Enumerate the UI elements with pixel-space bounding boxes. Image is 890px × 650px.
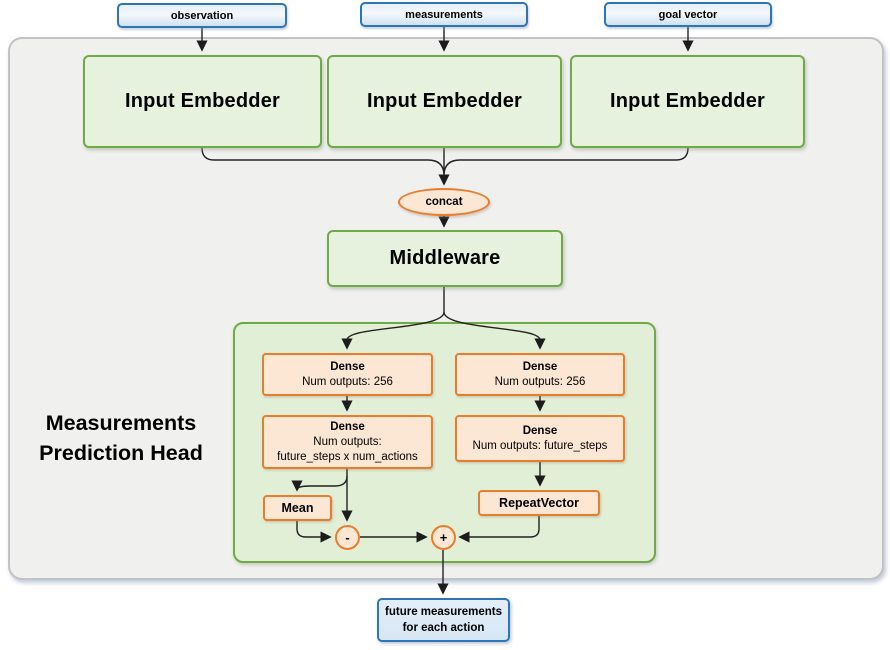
- dense-left-2-subtitle2: future_steps x num_actions: [277, 450, 418, 463]
- dense-left-2-title: Dense: [330, 420, 365, 433]
- dense-left-1: Dense Num outputs: 256: [262, 353, 433, 396]
- output-node-line1: future measurements: [385, 606, 502, 618]
- input-embedder-observation: Input Embedder: [83, 55, 322, 148]
- mean-node: Mean: [263, 495, 332, 521]
- dense-right-2-title: Dense: [522, 424, 558, 437]
- output-node-line2: for each action: [402, 622, 485, 634]
- dense-left-2: Dense Num outputs: future_steps x num_ac…: [262, 415, 433, 469]
- dense-right-1-subtitle: Num outputs: 256: [494, 375, 586, 388]
- dense-right-2: Dense Num outputs: future_steps: [455, 415, 625, 462]
- input-node-goal-vector: goal vector: [604, 2, 772, 27]
- input-embedder-measurements: Input Embedder: [327, 55, 562, 148]
- input-embedder-goal-vector: Input Embedder: [570, 55, 805, 148]
- output-node-future-measurements: future measurements for each action: [377, 598, 510, 642]
- dense-left-2-subtitle: Num outputs:: [313, 435, 382, 448]
- subtract-operator-node: -: [335, 525, 360, 550]
- dense-right-2-subtitle: Num outputs: future_steps: [472, 439, 608, 452]
- prediction-head-title-line2: Prediction Head: [39, 441, 203, 465]
- repeat-vector-node: RepeatVector: [478, 490, 600, 516]
- dense-right-1: Dense Num outputs: 256: [455, 353, 625, 396]
- dense-right-1-title: Dense: [522, 360, 558, 373]
- prediction-head-title: Measurements Prediction Head: [15, 408, 227, 468]
- add-operator-node: +: [431, 525, 456, 550]
- dense-left-1-subtitle: Num outputs: 256: [302, 375, 393, 388]
- prediction-head-title-line1: Measurements: [45, 411, 197, 435]
- input-node-measurements: measurements: [360, 2, 528, 27]
- input-node-observation: observation: [117, 3, 287, 28]
- middleware-node: Middleware: [327, 230, 563, 287]
- concat-node: concat: [398, 188, 490, 216]
- dense-left-1-title: Dense: [330, 360, 365, 373]
